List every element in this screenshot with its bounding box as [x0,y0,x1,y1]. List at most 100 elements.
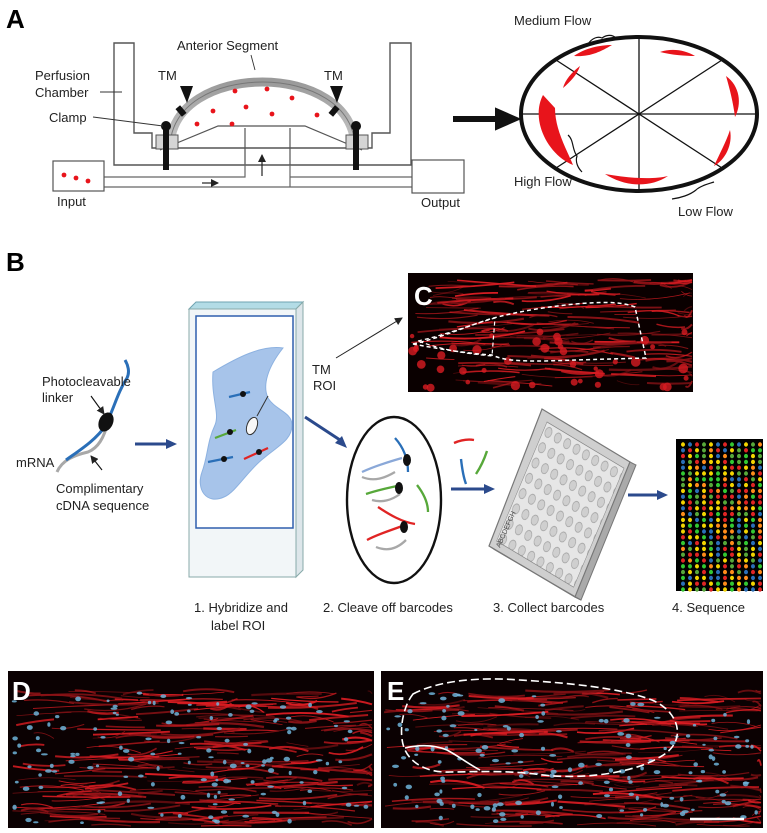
sequence-dot [723,488,727,494]
nucleus [643,808,648,812]
stain-fiber [37,790,97,796]
stain-cell [510,381,520,391]
medium-flow-brace [587,34,617,45]
stain-fiber [328,777,373,782]
sequence-dot [695,500,699,505]
nucleus [662,803,669,808]
stain-fiber [331,706,358,713]
sequence-dot [709,540,713,546]
nucleus [209,716,213,720]
stain-fiber [487,723,539,728]
sequence-dot [730,558,734,563]
nucleus [138,774,144,778]
nucleus [549,754,557,757]
stain-fiber [288,719,317,724]
nucleus [222,759,227,765]
sequence-dot [737,471,741,476]
sequence-dot [751,453,755,459]
nucleus [145,737,152,741]
sequence-dot [681,523,685,528]
stain-fiber [683,794,722,802]
stain-fiber [333,719,373,724]
nucleus [343,720,350,723]
sequence-dot [751,442,755,447]
nucleus [12,751,17,755]
nucleus [404,795,409,800]
sequence-dot [688,488,692,494]
nucleus [206,748,212,753]
stain-fiber [703,798,762,804]
stain-fiber [455,716,498,724]
sequence-grid [676,439,763,592]
stain-fiber [589,797,672,802]
nucleus [444,746,449,750]
nucleus [663,746,667,751]
stain-fiber [367,783,373,788]
stain-fiber [499,738,524,745]
stain-fiber [540,757,563,763]
nucleus [578,762,585,768]
sequence-dot [737,494,741,499]
nucleus [187,709,191,713]
nucleus [685,734,691,738]
nucleus [97,809,101,813]
stain-fiber [598,729,687,736]
glass-slide [187,300,305,579]
stain-fiber [293,803,320,810]
sequence-dot [681,494,685,499]
stain-fiber [668,279,693,284]
sequence-dot [723,442,727,447]
sequence-dot [716,581,720,586]
nucleus [625,743,631,747]
stain-fiber [66,792,147,799]
stain-fiber [696,824,750,827]
sequence-dot [737,587,741,592]
sequence-dot [751,500,755,505]
stain-fiber [550,350,589,354]
sequence-dot [758,465,762,470]
stain-fiber [203,727,247,731]
stain-fiber [704,694,736,703]
sequence-dot [709,552,713,557]
stain-fiber [193,746,250,751]
stain-fiber [519,819,555,825]
nucleus [451,803,456,809]
perfusion-chamber-label-2: Chamber [35,85,89,100]
anterior-segment-edge [169,81,356,149]
sequence-dot [709,575,713,581]
stain-fiber [219,794,252,797]
stain-fiber [16,690,41,695]
stain-fiber [548,319,594,324]
stain-fiber [269,786,309,792]
stain-fiber [506,319,567,326]
nucleus [721,799,726,804]
stain-fiber [392,805,432,810]
sequence-dot [723,523,727,528]
nucleus [415,746,420,752]
nucleus [279,705,287,709]
nucleus [243,742,249,746]
stain-fiber [265,775,323,782]
nucleus [556,730,562,733]
stain-fiber [637,357,693,367]
nucleus [100,736,106,739]
stain-cell [681,329,688,336]
slide-probes [207,390,269,464]
stain-fiber [429,820,455,826]
nucleus [242,814,250,818]
nucleus [36,748,42,753]
nucleus [735,744,742,749]
nucleus [719,793,727,797]
sequence-dot [751,506,755,511]
stain-fiber [122,689,154,696]
stain-fiber [321,820,353,826]
sequence-dot [709,453,713,459]
stain-fiber [475,800,515,805]
sequence-dot [709,465,713,470]
nucleus [604,794,610,798]
sequence-dot [758,535,762,540]
panel-label-b: B [6,247,25,277]
sequence-dot [702,558,706,563]
stain-fiber [479,327,505,333]
sequence-dot [744,517,748,523]
